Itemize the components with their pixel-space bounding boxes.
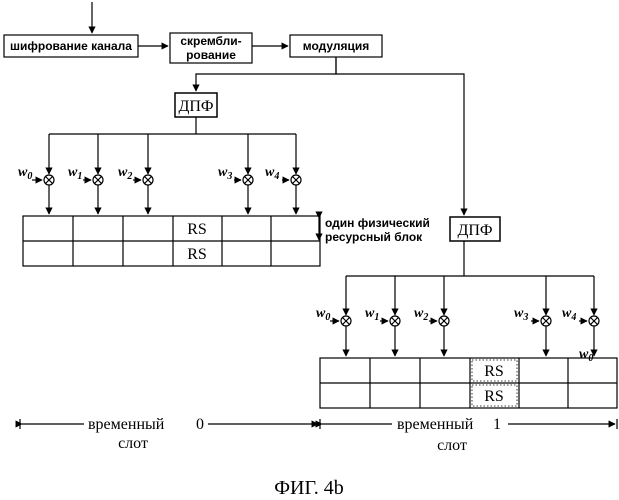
multiplier-w1-slot1 [390, 316, 400, 326]
multiplier-w2-slot0 [143, 175, 153, 185]
arrow-modulation-to-dft2 [336, 57, 464, 215]
multiplier-w0-slot0 [44, 175, 54, 185]
multiplier-w4-slot1 [589, 316, 599, 326]
weight-w0-slot1: w0 [316, 306, 330, 323]
weight-w3-slot1: w3 [514, 306, 528, 323]
rs-label-slot1-row1: RS [484, 363, 504, 380]
modulation-label: модуляция [303, 39, 370, 53]
slot0-label-2: слот [118, 435, 148, 452]
slot0-number: 0 [196, 416, 204, 433]
resource-grid-slot0 [23, 216, 320, 266]
slot1-label-2: слот [437, 437, 467, 454]
slot1-number: 1 [493, 416, 501, 433]
prb-label-1: один физический [325, 216, 430, 230]
multiplier-w2-slot1 [439, 316, 449, 326]
weight-w1-slot0: w1 [68, 165, 82, 182]
weight-w0-slot0: w0 [18, 165, 32, 182]
weight-w3-slot0: w3 [218, 165, 232, 182]
multiplier-w0-slot1 [341, 316, 351, 326]
rs-label-slot1-row2: RS [484, 388, 504, 405]
weight-w4-slot1: w4 [562, 306, 576, 323]
multiplier-w1-slot0 [93, 175, 103, 185]
multiplier-w3-slot0 [243, 175, 253, 185]
scrambling-label-1: скрембли- [180, 34, 241, 48]
scrambling-label-2: рование [186, 48, 236, 62]
weight-w1-slot1: w1 [365, 306, 379, 323]
multiplier-w3-slot1 [541, 316, 551, 326]
weight-w4-slot0: w4 [265, 165, 279, 182]
rs-label-slot0-row1: RS [187, 221, 207, 238]
dft2-label: ДПФ [457, 222, 492, 239]
slot0-label: временный [88, 416, 165, 433]
multiplier-w4-slot0 [291, 175, 301, 185]
weight-w0-extra-slot1: w0 [579, 347, 593, 364]
prb-label-2: ресурсный блок [325, 230, 423, 244]
channel-coding-label: шифрование канала [10, 39, 132, 53]
rs-label-slot0-row2: RS [187, 246, 207, 263]
slot1-label: временный [397, 416, 474, 433]
figure-caption: ФИГ. 4b [274, 477, 344, 499]
arrow-modulation-to-dft1 [196, 57, 336, 91]
weight-w2-slot1: w2 [414, 306, 428, 323]
dft1-label: ДПФ [178, 98, 213, 115]
weight-w2-slot0: w2 [118, 165, 132, 182]
resource-grid-slot1 [320, 358, 617, 408]
